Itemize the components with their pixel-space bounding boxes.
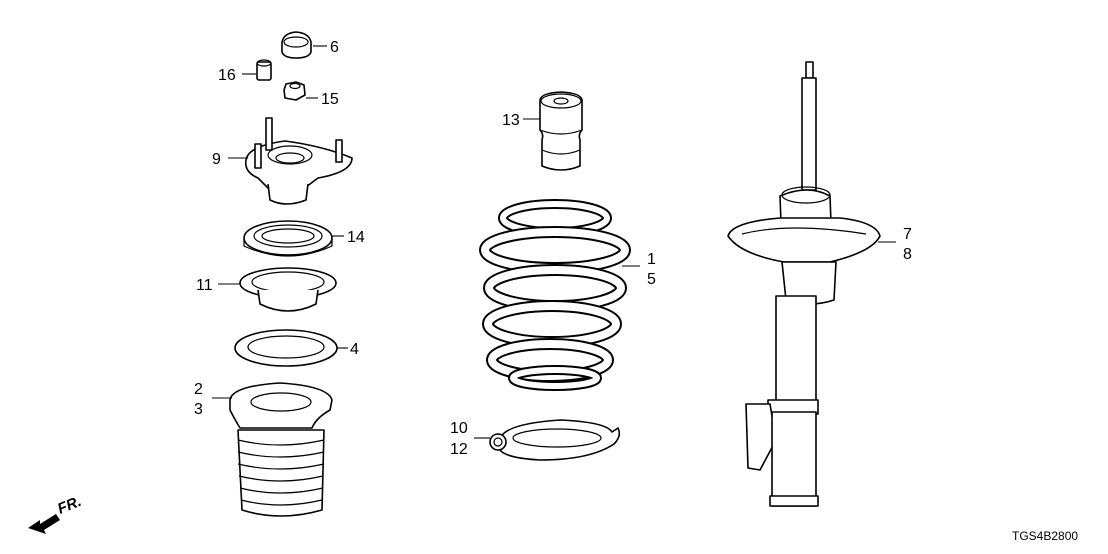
callout-9: 9 [212,151,221,168]
callout-8: 8 [903,246,912,263]
callout-1: 1 [647,251,656,268]
front-direction-label: FR. [55,493,84,518]
part-11-spring-seat [218,267,337,312]
callout-14: 14 [347,229,365,246]
part-4-rubber-ring [234,329,348,367]
part-1-5-coil-spring [479,199,640,391]
part-7-8-damper [727,61,896,507]
callout-12: 12 [450,441,468,458]
part-6-cap [281,31,327,59]
part-13-bump-rubber [523,91,583,171]
callout-5: 5 [647,271,656,288]
part-2-3-boot [212,382,333,517]
diagram-code: TGS4B2800 [1012,529,1078,543]
part-16-nut [242,59,272,81]
part-10-12-lower-insulator [474,419,621,461]
callout-13: 13 [502,112,520,129]
callout-2: 2 [194,381,203,398]
callout-15: 15 [321,91,339,108]
part-9-strut-mount [228,117,353,205]
part-15-flange-nut [283,81,318,101]
callout-6: 6 [330,39,339,56]
callout-3: 3 [194,401,203,418]
callout-16: 16 [218,67,236,84]
callout-7: 7 [903,226,912,243]
callout-10: 10 [450,420,468,437]
part-14-bearing [243,220,344,257]
callout-4: 4 [350,341,359,358]
front-arrow-icon [28,514,60,534]
callout-11: 11 [196,277,213,294]
